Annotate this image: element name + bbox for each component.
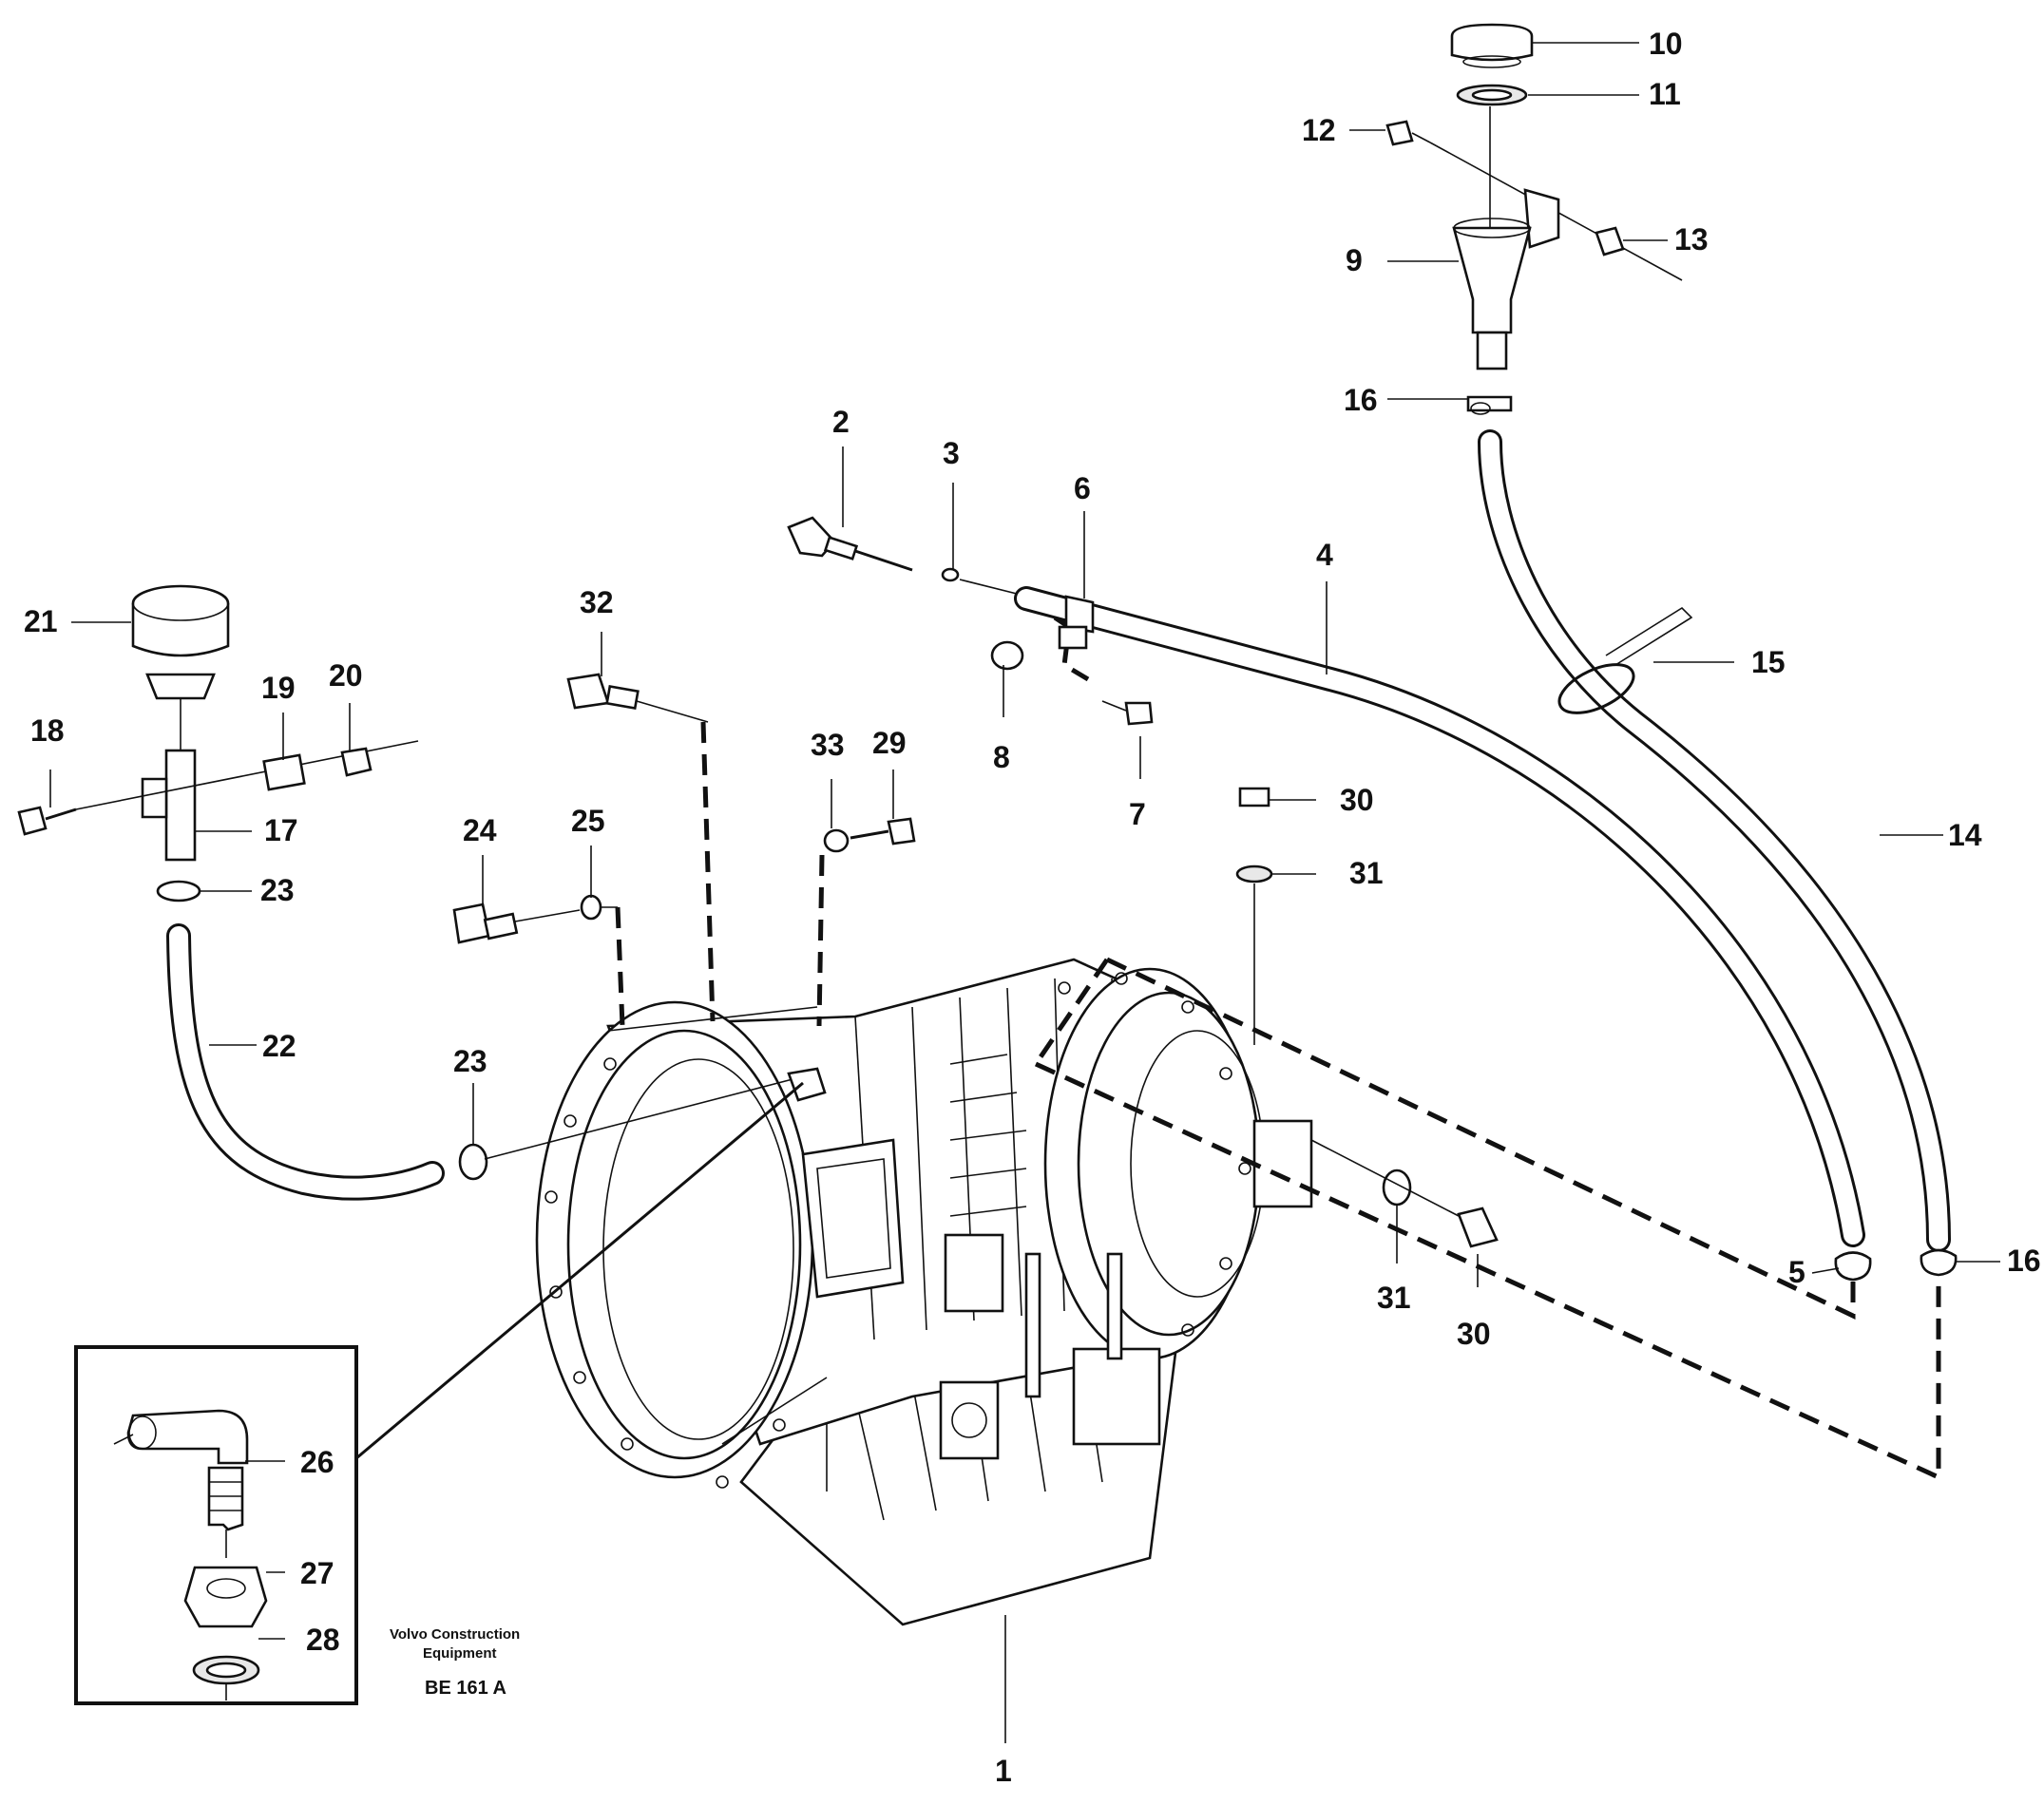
- callout-33: 33: [811, 728, 845, 762]
- leader-lines: [49, 42, 2000, 1743]
- callout-16-lower: 16: [2007, 1244, 2041, 1278]
- callout-26: 26: [300, 1445, 334, 1479]
- callout-14: 14: [1948, 818, 1982, 852]
- callout-10: 10: [1649, 27, 1683, 61]
- callout-7: 7: [1129, 797, 1146, 831]
- callout-19: 19: [261, 671, 296, 705]
- callout-20: 20: [329, 658, 363, 693]
- filler-assembly: [1385, 23, 1958, 1277]
- callout-11: 11: [1649, 77, 1681, 111]
- callout-5: 5: [1788, 1255, 1805, 1289]
- drawing-code: BE 161 A: [425, 1678, 506, 1699]
- callout-22: 22: [262, 1029, 296, 1063]
- callout-12: 12: [1302, 113, 1336, 147]
- callout-4: 4: [1316, 538, 1333, 572]
- breather-assembly: [17, 584, 797, 1201]
- callout-31-lower: 31: [1377, 1281, 1411, 1315]
- detail-inset: [74, 1081, 804, 1705]
- callout-32: 32: [580, 585, 614, 619]
- callout-28: 28: [306, 1623, 340, 1657]
- callout-2: 2: [832, 405, 850, 439]
- callout-29: 29: [872, 726, 907, 760]
- callout-13: 13: [1674, 222, 1709, 256]
- sensor-fittings: [452, 673, 1499, 1248]
- caption-equipment: Equipment: [423, 1645, 497, 1662]
- callout-23-lower: 23: [453, 1044, 487, 1078]
- callout-24: 24: [463, 813, 497, 847]
- callout-1: 1: [995, 1754, 1012, 1788]
- caption-block: Volvo Construction Equipment BE 161 A: [390, 1626, 520, 1699]
- callout-8: 8: [993, 740, 1010, 774]
- callout-30-lower: 30: [1457, 1317, 1491, 1351]
- callout-25: 25: [571, 804, 605, 838]
- callout-31-upper: 31: [1349, 856, 1384, 890]
- callout-30-upper: 30: [1340, 783, 1374, 817]
- callout-16-upper: 16: [1344, 383, 1378, 417]
- hidden-routing-lines: [615, 615, 1941, 1481]
- transmission-housing: [535, 958, 1313, 1626]
- callout-6: 6: [1074, 471, 1091, 505]
- callout-21: 21: [24, 604, 58, 638]
- callout-18: 18: [30, 713, 65, 748]
- callout-9: 9: [1346, 243, 1363, 277]
- callout-17: 17: [264, 813, 298, 847]
- callout-labels: 1 2 3 4 5 6 7 8 9 10 11 12 13 14 15 16 1…: [24, 27, 2041, 1788]
- callout-15: 15: [1751, 645, 1786, 679]
- callout-27: 27: [300, 1556, 334, 1590]
- callout-3: 3: [943, 436, 960, 470]
- cable-assembly: [787, 516, 1872, 1282]
- caption-company: Volvo Construction: [390, 1626, 520, 1643]
- callout-23-upper: 23: [260, 873, 295, 907]
